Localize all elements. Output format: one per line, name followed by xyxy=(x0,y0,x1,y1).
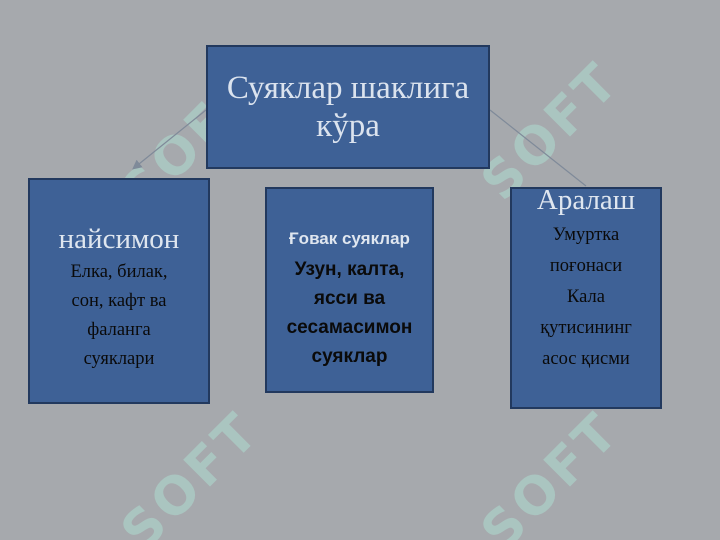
left-body-line: сон, кафт ва xyxy=(71,291,167,311)
middle-body-line: Узун, калта, xyxy=(294,259,405,280)
root-title-line: Суяклар шаклига xyxy=(226,70,470,106)
middle-body-line: сесамасимон xyxy=(286,317,413,338)
middle-body-line: суяклар xyxy=(311,346,388,367)
left-body: Елка, билак, сон, кафт ва фаланга суякла… xyxy=(30,258,208,374)
connector-root-to-left xyxy=(132,109,207,170)
right-node: Аралаш Умуртка поғонаси Кала қутисининг … xyxy=(510,184,662,409)
right-body-line: поғонаси xyxy=(549,256,623,276)
right-body-line: асос қисми xyxy=(542,349,630,369)
root-title: Суяклар шаклига кўра xyxy=(213,69,483,145)
left-body-line: фаланга xyxy=(87,320,151,340)
right-body: Умуртка поғонаси Кала қутисининг асос қи… xyxy=(512,220,660,375)
right-body-line: Умуртка xyxy=(552,225,620,245)
connector-root-to-right xyxy=(489,109,587,187)
middle-node: Ғовак суяклар Узун, калта, ясси ва сесам… xyxy=(265,187,434,393)
root-title-line: кўра xyxy=(316,108,380,144)
root-node: Суяклар шаклига кўра xyxy=(206,45,490,169)
left-heading: найсимон xyxy=(58,223,180,255)
left-body-line: Елка, билак, xyxy=(70,262,168,282)
right-body-line: Кала xyxy=(567,287,605,307)
middle-body: Узун, калта, ясси ва сесамасимон суяклар xyxy=(267,255,432,371)
middle-body-line: ясси ва xyxy=(313,288,386,309)
right-heading: Аралаш xyxy=(536,184,636,216)
right-body-line: қутисининг xyxy=(540,318,632,338)
left-body-line: суяклари xyxy=(83,349,155,369)
left-node: найсимон Елка, билак, сон, кафт ва фалан… xyxy=(28,178,210,404)
middle-heading: Ғовак суяклар xyxy=(289,229,410,248)
